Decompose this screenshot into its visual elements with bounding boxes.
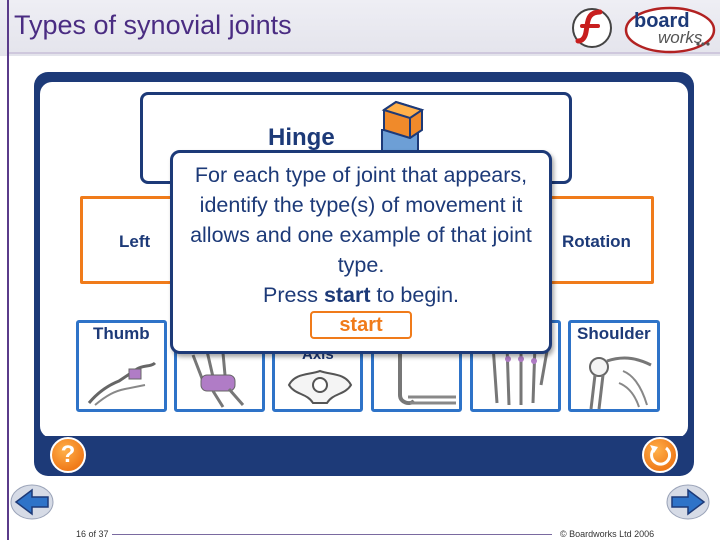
reset-button[interactable] xyxy=(642,437,678,473)
footer-rule xyxy=(112,534,552,535)
page-title: Types of synovial joints xyxy=(14,10,292,40)
finger-bones-icon xyxy=(491,345,549,406)
left-margin-rule xyxy=(7,0,9,540)
axis-vertebra-icon xyxy=(287,369,353,404)
instruction-press: Press xyxy=(262,283,318,307)
example-tile-thumb[interactable] xyxy=(76,320,167,412)
copyright-notice: © Boardworks Ltd 2006 xyxy=(560,529,655,539)
elbow-bone-icon xyxy=(398,345,456,405)
previous-slide-arrow-icon[interactable] xyxy=(10,484,54,520)
next-slide-arrow-icon[interactable] xyxy=(666,484,710,520)
example-tile-shoulder[interactable] xyxy=(568,320,660,412)
wrist-bone-icon xyxy=(191,350,245,408)
control-bar xyxy=(36,436,692,474)
boardworks-logo: board works xyxy=(624,4,718,54)
help-button[interactable]: ? xyxy=(50,437,86,473)
shoulder-bone-icon xyxy=(589,356,652,409)
example-label-shoulder: Shoulder xyxy=(577,324,651,343)
flash-icon xyxy=(572,8,612,48)
instruction-body: For each type of joint that appears, ide… xyxy=(190,163,532,277)
reset-arrow-icon xyxy=(650,445,671,466)
movement-label-rotation: Rotation xyxy=(562,232,631,251)
instruction-text: For each type of joint that appears, ide… xyxy=(178,160,544,310)
example-label-thumb: Thumb xyxy=(93,324,150,343)
instruction-to-begin: to begin. xyxy=(376,283,460,307)
header-divider xyxy=(7,52,720,54)
instruction-start-word: start xyxy=(323,283,371,307)
start-button[interactable]: start xyxy=(310,311,412,339)
slide-counter: 16 of 37 xyxy=(76,529,109,539)
logo-word-board: board xyxy=(634,10,690,32)
movement-label-left: Left xyxy=(119,232,151,251)
thumb-bone-icon xyxy=(87,361,157,406)
hinge-joint-icon xyxy=(381,100,425,156)
logo-word-works: works xyxy=(658,28,703,47)
movement-box-rotation[interactable] xyxy=(540,196,654,284)
joint-type-title: Hinge xyxy=(268,124,335,151)
